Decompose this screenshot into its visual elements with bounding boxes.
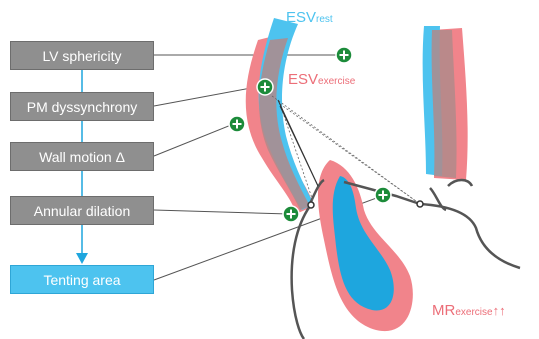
plus-marker-sphericity [336,47,352,63]
factor-box-wall-motion: Wall motion Δ [10,142,154,171]
plus-marker-tenting [375,187,391,203]
factor-box-lv-sphericity: LV sphericity [10,41,154,70]
plus-marker-annular [283,206,299,222]
plus-marker-wall-motion [229,116,245,132]
factor-label: Annular dilation [34,203,131,219]
esv-exercise-main: ESV [288,71,318,88]
esv-exercise-label: ESVexercise [288,72,355,88]
esv-rest-label: ESVrest [286,10,333,26]
annulus-point-left [308,202,314,208]
annulus-point-right [417,201,423,207]
factor-label: PM dyssynchrony [27,99,137,115]
rv-wall-overlap [432,30,457,178]
connector-annular [154,210,289,214]
factor-label: LV sphericity [42,48,121,64]
outcome-label: Tenting area [43,272,120,288]
plus-marker-dyssynchrony [257,79,273,95]
esv-rest-main: ESV [286,9,316,26]
outcome-box-tenting-area: Tenting area [10,265,154,294]
factor-box-annular-dilation: Annular dilation [10,196,154,225]
mr-exercise-label: MRexercise↑↑ [432,303,506,319]
mr-main: MR [432,302,455,319]
mr-sub: exercise [455,307,492,318]
connector-wall-motion [154,123,236,156]
mr-arrows: ↑↑ [493,303,506,318]
esv-rest-sub: rest [316,14,333,25]
factor-box-pm-dyssynchrony: PM dyssynchrony [10,92,154,121]
factor-label: Wall motion Δ [39,149,125,165]
esv-exercise-sub: exercise [318,76,355,87]
